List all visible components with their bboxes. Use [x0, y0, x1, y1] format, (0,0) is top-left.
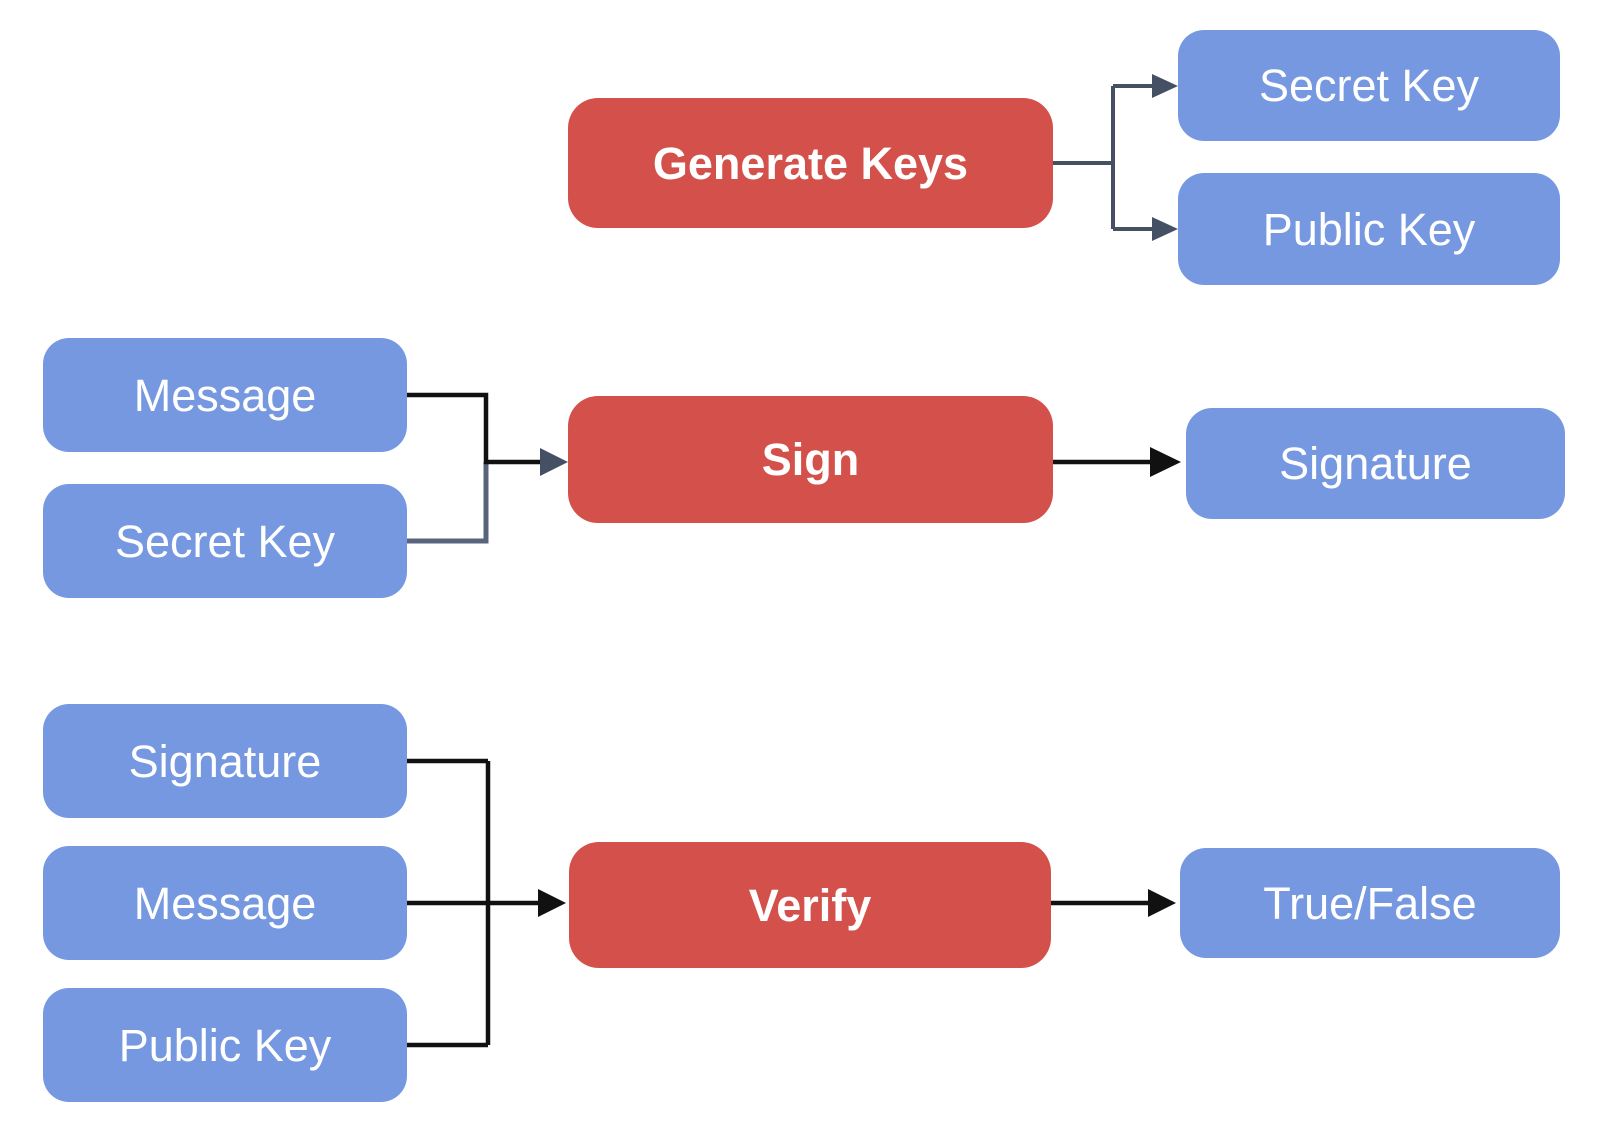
connector-message-to-sign	[407, 392, 542, 465]
node-message-sign-input: Message	[43, 338, 407, 452]
node-message-verify-input: Message	[43, 846, 407, 960]
node-public-key-output: Public Key	[1178, 173, 1560, 285]
connector-secret-key-to-sign	[407, 462, 489, 544]
node-signature-verify-input: Signature	[43, 704, 407, 818]
connector-verify-inputs	[407, 758, 540, 1048]
arrowhead-signature	[1150, 447, 1181, 477]
node-secret-key-sign-input: Secret Key	[43, 484, 407, 598]
node-verify: Verify	[569, 842, 1051, 968]
connector-generate-keys-fork	[1053, 84, 1156, 231]
node-signature-output: Signature	[1186, 408, 1565, 519]
arrowhead-public-key	[1152, 217, 1178, 241]
arrowhead-sign-input	[540, 448, 568, 476]
node-sign: Sign	[568, 396, 1053, 523]
arrowhead-verify-input	[538, 889, 566, 917]
node-generate-keys: Generate Keys	[568, 98, 1053, 228]
node-secret-key-output: Secret Key	[1178, 30, 1560, 141]
arrowhead-true-false	[1148, 889, 1176, 917]
node-true-false-output: True/False	[1180, 848, 1560, 958]
node-public-key-verify-input: Public Key	[43, 988, 407, 1102]
arrowhead-secret-key	[1152, 74, 1178, 98]
